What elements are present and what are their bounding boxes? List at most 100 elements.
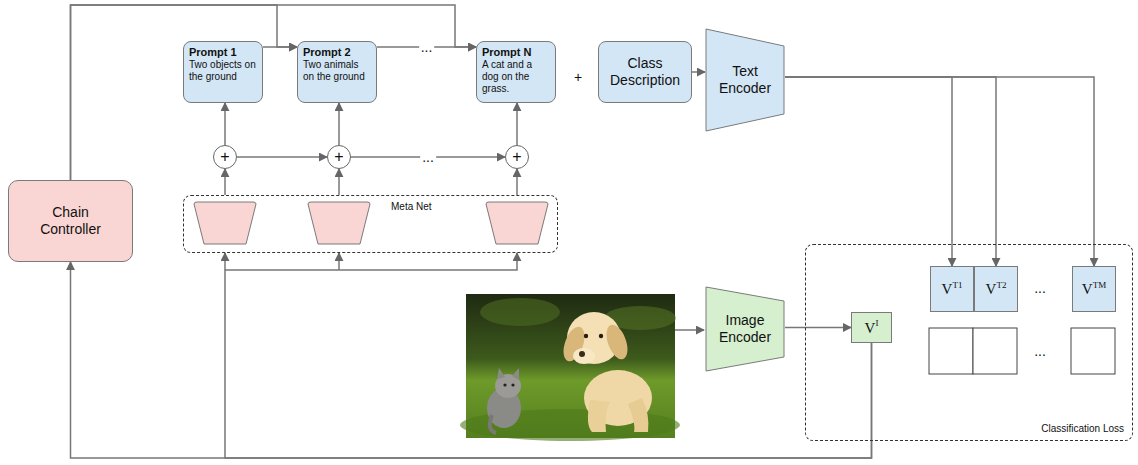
connector <box>785 327 851 328</box>
connector-line <box>71 262 872 458</box>
connector-line <box>785 77 1094 266</box>
encoder-trapezoid: Text Encoder <box>705 28 785 132</box>
connector <box>785 77 1094 266</box>
meta-net-trapezoids <box>194 202 548 244</box>
connector-line <box>71 5 477 180</box>
connector <box>225 103 226 145</box>
controller-box: Chain Controller <box>8 180 133 262</box>
connector <box>225 253 872 458</box>
connector <box>71 5 298 180</box>
connector-line <box>785 77 996 266</box>
node-text: Class Description <box>599 55 691 89</box>
illustration-part <box>1071 328 1115 374</box>
illustration-part <box>503 383 506 386</box>
prompt-box: Prompt 1Two objects on the ground <box>183 41 263 103</box>
feature-symbol: VT2 <box>986 280 1007 298</box>
node-text: Two objects on the ground <box>189 59 257 83</box>
node-text: T2 <box>996 280 1006 290</box>
connector <box>339 169 340 195</box>
connector <box>692 72 705 73</box>
photo-illustration <box>460 294 680 441</box>
node-text: Chain Controller <box>31 204 111 238</box>
connector-line <box>224 103 226 145</box>
image-arrow <box>675 330 704 331</box>
node-text: Two animals on the ground <box>303 59 371 83</box>
illustration-part <box>511 383 514 386</box>
node-text: V <box>986 281 997 297</box>
connector <box>517 169 518 195</box>
prompt-box: Prompt NA cat and a dog on the grass. <box>476 41 556 103</box>
node-text: + <box>512 149 521 165</box>
text-feature-box: VTM <box>1072 266 1116 312</box>
node-text: Classification Loss <box>1041 423 1124 434</box>
meta-net-group: Meta Net <box>183 195 558 253</box>
connector-line <box>263 46 297 48</box>
illustration-part <box>584 334 588 338</box>
connector <box>517 103 518 145</box>
image-feature-box: VI <box>851 312 892 343</box>
ellipsis-label: ... <box>419 39 435 55</box>
node-text: Prompt N <box>482 46 532 59</box>
illustration-part <box>675 329 704 331</box>
connector-line <box>785 77 952 266</box>
connector-line <box>338 169 340 195</box>
connector-line <box>224 169 226 195</box>
connector <box>785 77 952 266</box>
connector-line <box>224 253 226 270</box>
illustration-part <box>973 328 1017 374</box>
ellipsis-label: ... <box>1032 280 1048 296</box>
connector-line <box>237 156 327 158</box>
prompt-box: Prompt 2Two animals on the ground <box>297 41 377 103</box>
sum-circle: + <box>327 145 351 169</box>
plus-sign: + <box>572 69 584 85</box>
node-text: A cat and a dog on the grass. <box>482 59 550 95</box>
text-feature-box: VT1 <box>930 266 974 312</box>
illustration-part <box>194 202 256 244</box>
trapezoid-shape <box>706 29 784 131</box>
connector-line <box>338 103 340 145</box>
connector-line <box>692 71 705 73</box>
ellipsis-label: ... <box>1032 343 1048 359</box>
connector-line <box>225 253 872 458</box>
illustration-part <box>512 368 519 380</box>
illustration-part <box>579 351 585 357</box>
illustration-part <box>308 202 370 244</box>
connector <box>71 5 477 180</box>
connector-line <box>71 5 298 180</box>
illustration-part <box>628 398 648 432</box>
node-text: V <box>942 281 953 297</box>
description-box: Class Description <box>598 41 692 103</box>
illustration-part <box>490 415 496 433</box>
illustration-part <box>929 328 973 374</box>
encoder-trapezoid: Image Encoder <box>705 286 785 372</box>
node-text: + <box>334 149 343 165</box>
connector <box>225 169 226 195</box>
feature-symbol: VTM <box>1082 280 1106 298</box>
sum-circle: + <box>505 145 529 169</box>
illustration-part <box>599 334 603 338</box>
node-text: + <box>220 149 229 165</box>
text-feature-box: VT2 <box>974 266 1018 312</box>
illustration-part <box>486 202 548 244</box>
connector <box>263 47 297 48</box>
node-text: Image Encoder <box>705 312 785 346</box>
node-text: T1 <box>952 280 962 290</box>
node-text: Meta Net <box>391 201 432 212</box>
node-text: V <box>865 320 876 336</box>
connector-line <box>338 253 340 270</box>
illustration-part <box>480 298 560 326</box>
loss-region: Classification LossVT1VT2VTMVI <box>805 244 1133 441</box>
illustration-part <box>497 368 505 379</box>
connector-line <box>516 169 518 195</box>
score-cells <box>929 328 1115 374</box>
ellipsis-label: ... <box>420 149 436 165</box>
connector <box>785 77 996 266</box>
feature-symbol: VI <box>865 318 879 336</box>
node-text: Prompt 2 <box>303 46 351 59</box>
node-text: Prompt 1 <box>189 46 237 59</box>
node-text: Text Encoder <box>705 63 785 97</box>
connector-line <box>516 103 518 145</box>
connector-line <box>785 327 851 329</box>
connector <box>237 157 327 158</box>
